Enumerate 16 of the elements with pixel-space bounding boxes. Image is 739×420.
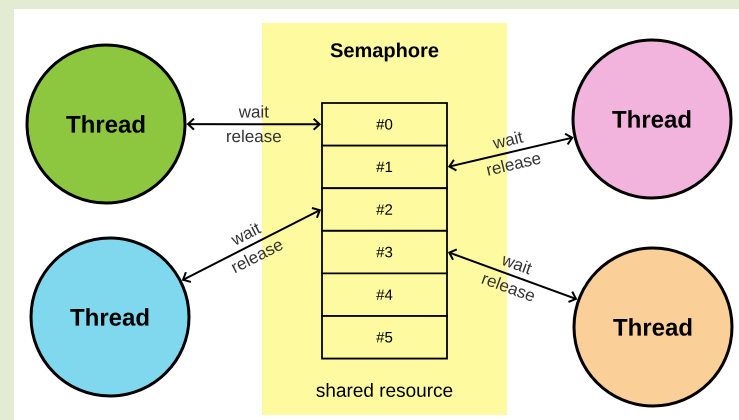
double-arrow [186, 118, 322, 131]
resource-slot: #5 [321, 315, 448, 360]
resource-slot: #0 [321, 102, 448, 146]
action-label: release [486, 155, 541, 176]
resource-slot: #4 [321, 272, 448, 317]
edge-label: wait [503, 256, 532, 275]
action-label: release [227, 130, 281, 142]
resource-slot: #1 [321, 144, 448, 190]
edge-label: wait [492, 132, 524, 148]
resource-slot: #2 [321, 187, 448, 232]
double-arrow [448, 248, 578, 303]
action-label: release [481, 274, 534, 301]
edge-label: wait [238, 105, 269, 118]
double-arrow [182, 207, 322, 283]
double-arrow [448, 132, 574, 172]
resource-slot: #3 [321, 230, 448, 274]
